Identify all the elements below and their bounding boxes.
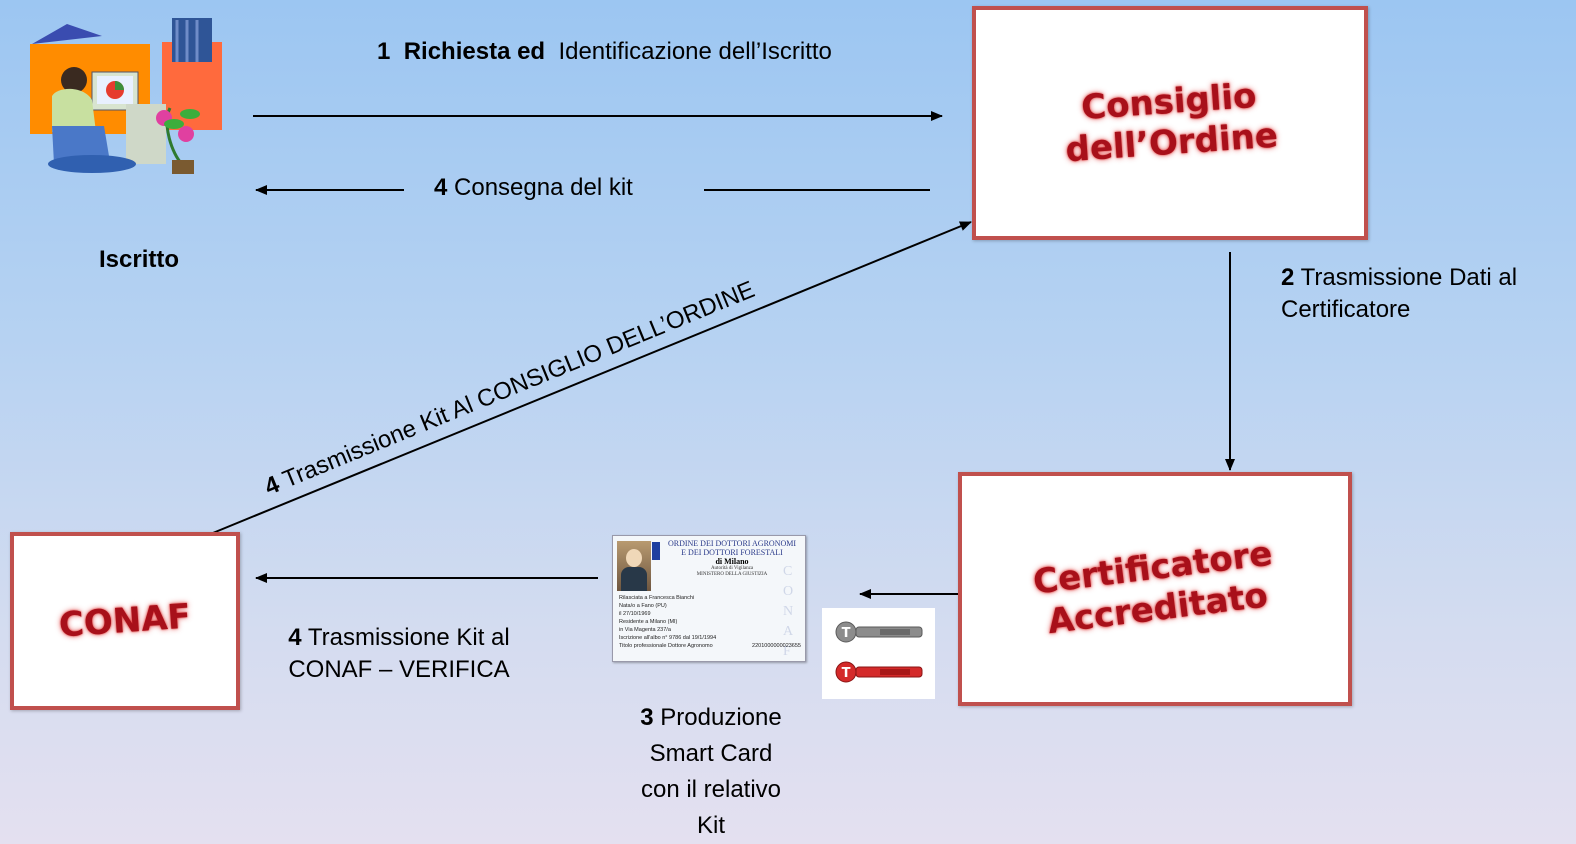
smart-card-watermark: CONAF [783,564,794,659]
iscritto-label: Iscritto [99,246,180,273]
conaf-box: CONAF [10,532,240,710]
step3-label: 3 Produzione Smart Card con il relativo … [602,700,820,844]
step1-text: Identificazione dell’Iscritto [558,38,832,65]
step3-text-line4: Kit [696,812,725,839]
smart-card-header1: ORDINE DEI DOTTORI AGRONOMI [667,539,797,548]
svg-text:T: T [842,626,851,641]
step4-consegna-label: 4 Consegna del kit [434,172,633,204]
smart-card-titolo: Titolo professionale Dottore Agronomo [619,643,713,649]
smart-card: ORDINE DEI DOTTORI AGRONOMI E DEI DOTTOR… [612,535,806,662]
smart-card-authority1: Autorità di Vigilanza [710,566,754,571]
step2-text-line2: Certificatore [1281,295,1411,323]
step2-label: 2 Trasmissione Dati al Certificatore [1281,262,1517,326]
conaf-title: CONAF [57,596,193,646]
smart-card-numero: 2201000000023655 [752,643,801,649]
smart-card-city: di Milano [715,557,749,566]
red-key-icon: T [835,661,923,683]
step3-text-line1: Produzione [660,704,782,731]
arrow-conaf-to-consiglio [207,221,972,536]
step2-number: 2 [1281,264,1295,291]
certificatore-box: Certificatore Accreditato [958,472,1352,706]
usb-keys-panel: T T [822,608,935,699]
smart-card-authority2: MINISTERO DELLA GIUSTIZIA [696,572,768,577]
iscritto-illustration [22,14,228,180]
smart-card-via: in Via Magenta 237/a [619,627,671,633]
step1-number: 1 [377,38,391,65]
step4-conaf-text-line1: Trasmissione Kit al [307,624,510,651]
smart-card-flag [652,542,660,560]
smart-card-header2: E DEI DOTTORI FORESTALI [681,548,783,557]
step3-number: 3 [640,704,654,731]
step4-consegna-number: 4 [434,174,448,201]
step2-text-line1: Trasmissione Dati al [1300,264,1518,291]
smart-card-rilasciata: Rilasciata a Francesca Bianchi [619,595,695,601]
svg-text:T: T [842,666,851,681]
step1-bold-text: Richiesta ed [403,38,546,65]
step3-text-line2: Smart Card [649,740,773,767]
grey-key-icon: T [835,621,923,643]
person-at-computer-icon [30,18,222,174]
consiglio-box: Consiglio dell’Ordine [972,6,1368,240]
step4-conaf-text-line2: CONAF – VERIFICA [288,655,510,683]
smart-card-iscrizione: Iscrizione all'albo n° 9786 dal 19/1/199… [619,635,717,641]
smart-card-nata: Nata/o a Fano (PU) [619,603,667,609]
smart-card-data: il 27/10/1969 [619,611,651,617]
smart-card-photo [617,541,651,591]
smart-card-residente: Residente a Milano (MI) [619,619,678,625]
step1-label: 1 Richiesta ed Identificazione dell’Iscr… [377,36,832,68]
usb-token-key-icon: T T [835,621,923,683]
step4-consegna-text: Consegna del kit [454,174,633,201]
step4-conaf-number: 4 [288,624,302,651]
step3-text-line3: con il relativo [640,776,782,803]
step4-conaf-label: 4 Trasmissione Kit al CONAF – VERIFICA [258,622,540,686]
